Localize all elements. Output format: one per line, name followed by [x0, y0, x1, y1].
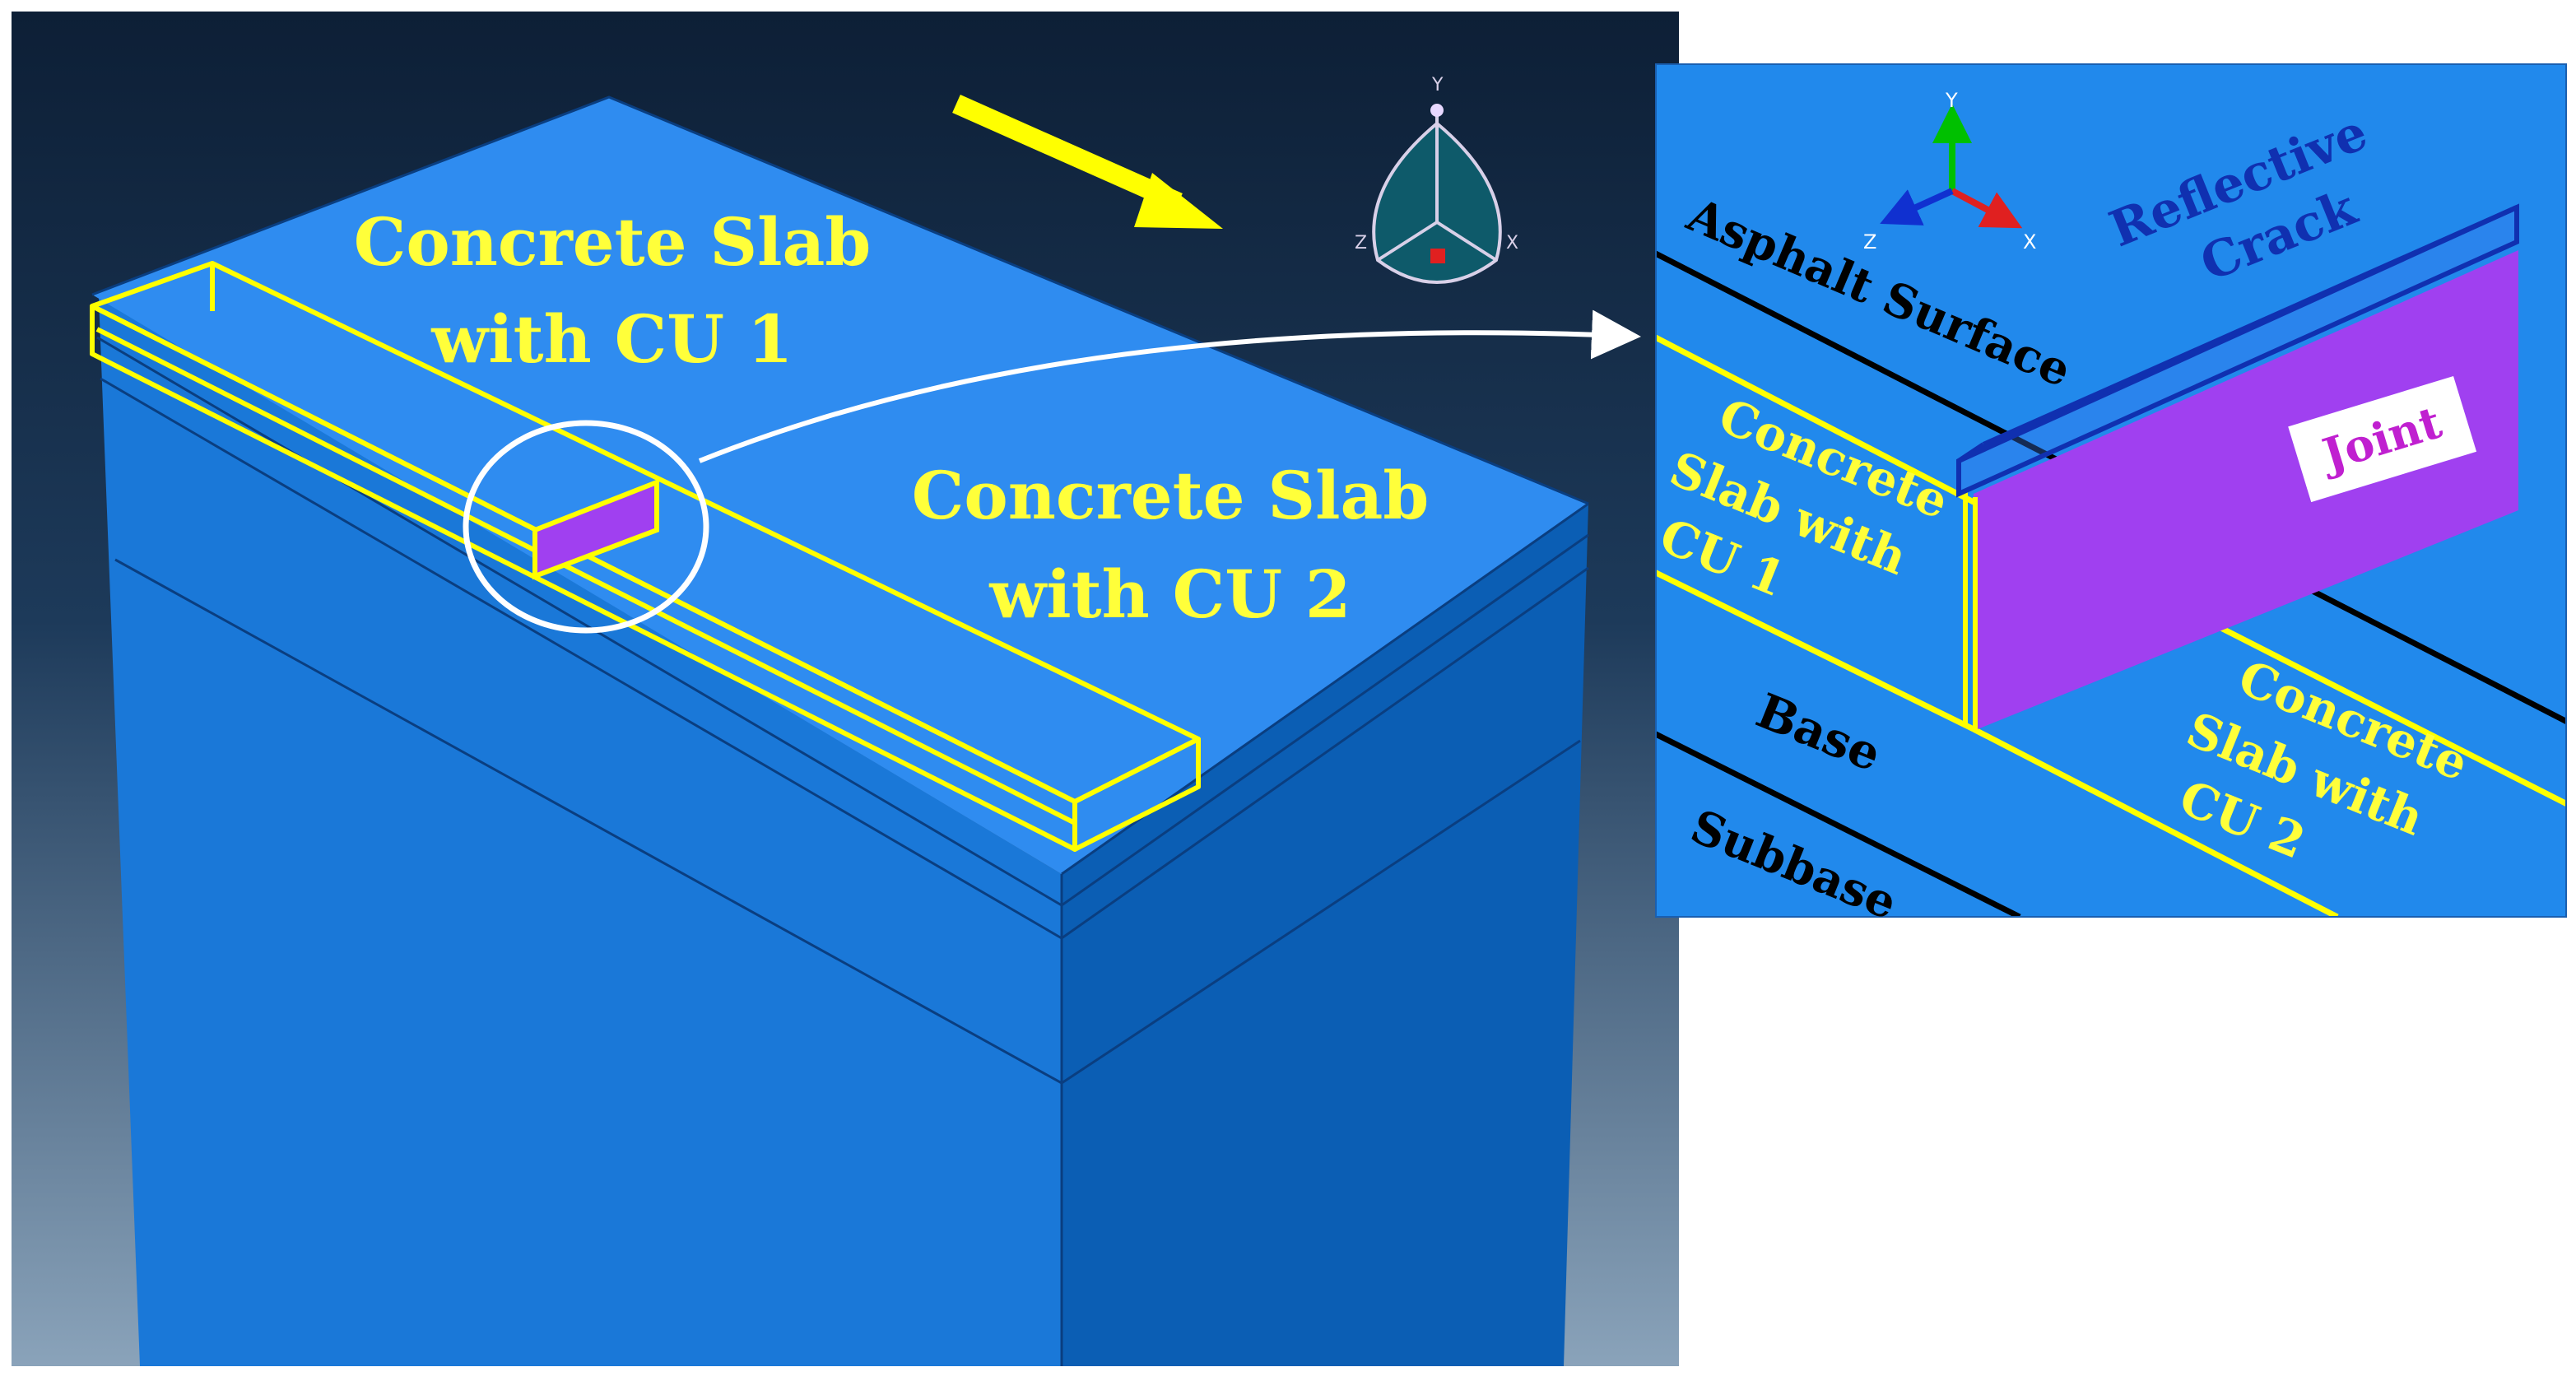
main-view: Y Z X Concrete Slab with CU 1 Concrete S…	[12, 12, 1679, 1366]
view-triad: Y Z X	[1355, 75, 1518, 284]
block-top-face	[92, 97, 1588, 874]
strip-end	[1072, 737, 1201, 852]
direction-arrow	[952, 95, 1223, 229]
pavement-block	[91, 95, 1589, 1366]
label-slab-cu1-line1: Concrete Slab	[354, 203, 872, 281]
zoom-circle	[463, 420, 709, 634]
slab-bottom-line-right	[1972, 726, 2339, 917]
detail-joint-face	[1974, 250, 2518, 731]
block-front-face	[99, 298, 1062, 1366]
detail-frame	[1655, 63, 2567, 918]
detail-view: Joint Asphalt Surface Reflective Crack C…	[1655, 63, 2567, 931]
strip-inner-line	[95, 327, 1076, 825]
detail-triad-x-label: X	[2023, 230, 2036, 253]
base-subbase-line	[1656, 731, 2021, 917]
label-slab-cu1-line2: with CU 1	[430, 300, 793, 378]
label-slab-cu2-line1: Concrete Slab	[912, 457, 1430, 534]
top-edge	[91, 95, 1589, 505]
label-slab-cu2-line2: with CU 2	[988, 556, 1351, 633]
triad-y-label: Y	[1431, 75, 1444, 95]
detail-triad-z-label: Z	[1863, 230, 1876, 253]
triad-x-label: X	[1506, 233, 1518, 253]
block-side-face	[1062, 504, 1588, 1366]
slab-bottom-line-left	[1656, 570, 1975, 732]
slab-strip-outline	[90, 261, 1201, 852]
slab-top-line-left	[1656, 334, 1975, 505]
triad-z-label: Z	[1355, 233, 1367, 253]
detail-triad: Y X Z	[1863, 89, 2036, 253]
zoom-arrow	[698, 309, 1641, 463]
detail-triad-y-label: Y	[1945, 89, 1958, 112]
